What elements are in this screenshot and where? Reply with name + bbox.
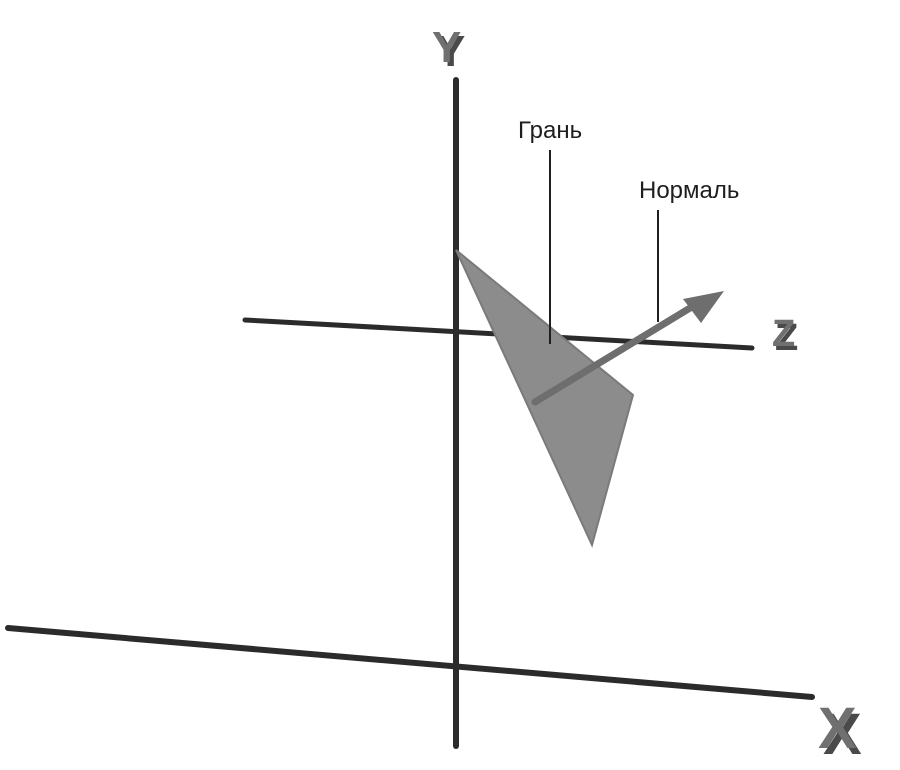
face-callout: Грань [518,117,582,344]
normal-label: Нормаль [639,177,739,204]
axis-letter-y-front: Y [432,23,461,72]
normal-arrow [531,291,724,406]
axis-letter-x: X X [818,696,862,767]
axis-letter-x-front: X [818,696,857,761]
axis-letter-z: Z Z [772,313,798,359]
axis-letter-z-front: Z [772,313,795,355]
axis-letter-z-side: Z [775,317,798,359]
axis-letter-x-side: X [823,702,862,767]
normal-arrow-shaft [531,301,699,406]
x-axis-line [5,625,815,700]
face-label: Грань [518,117,582,144]
normal-callout: Нормаль [639,177,739,322]
normal-arrow-head [683,291,724,323]
axis-letter-y: Y Y [432,23,465,76]
axis-letter-y-side: Y [436,27,465,76]
